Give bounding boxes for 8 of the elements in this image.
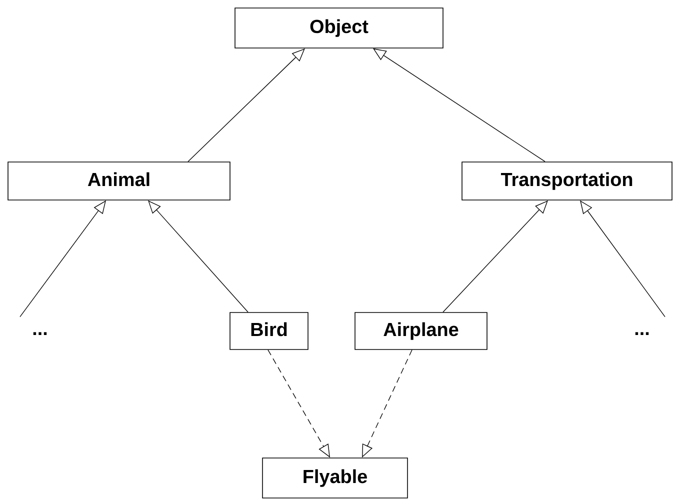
class-box: Transportation xyxy=(462,162,672,200)
class-box: Airplane xyxy=(354,312,488,350)
class-box: Flyable xyxy=(262,458,408,498)
ellipsis-text: ... xyxy=(635,332,649,335)
class-box: Bird xyxy=(230,312,308,350)
class-box: Object xyxy=(234,8,444,48)
class-box: Animal xyxy=(8,162,230,200)
ellipsis-text: ... xyxy=(33,332,47,335)
